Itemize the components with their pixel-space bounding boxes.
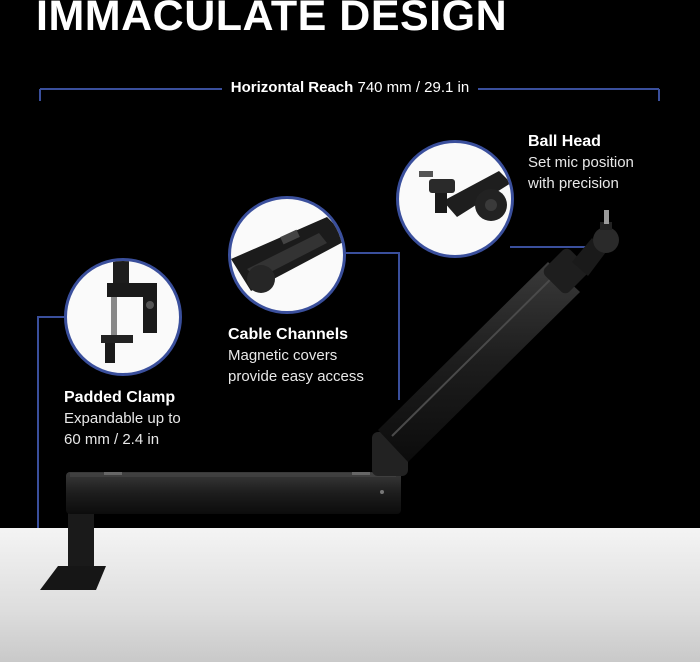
detail-circle-cable-channels <box>228 196 346 314</box>
headline: IMMACULATE DESIGN <box>36 0 508 40</box>
reach-title: Horizontal Reach <box>230 79 354 96</box>
cable-channels-title: Cable Channels <box>228 326 349 343</box>
ball-head-desc-line2: with precision <box>528 175 619 192</box>
reach-value: 740 mm / 29.1 in <box>357 79 470 96</box>
padded-clamp-closeup <box>101 261 157 363</box>
ball-head-closeup <box>419 171 511 221</box>
detail-circle-ball-head <box>396 140 514 258</box>
cable-channels-closeup <box>231 217 343 293</box>
callout-padded-clamp: Padded Clamp Expandable up to 60 mm / 2.… <box>64 387 181 450</box>
callout-cable-channels: Cable Channels Magnetic covers provide e… <box>228 324 364 387</box>
cable-channels-desc-line1: Magnetic covers <box>228 347 338 364</box>
clamp-foot <box>40 566 106 590</box>
padded-clamp-desc-line1: Expandable up to <box>64 410 181 427</box>
ball-head <box>593 227 619 253</box>
cable-channels-desc-line2: provide easy access <box>228 368 364 385</box>
padded-clamp-title: Padded Clamp <box>64 389 176 406</box>
ball-head-title: Ball Head <box>528 133 601 150</box>
callout-ball-head: Ball Head Set mic position with precisio… <box>528 131 634 194</box>
ball-head-desc-line1: Set mic position <box>528 154 634 171</box>
horizontal-arm <box>66 472 401 514</box>
desk-surface <box>0 528 700 662</box>
detail-circle-padded-clamp <box>64 258 182 376</box>
angled-arm <box>378 262 580 462</box>
horizontal-reach-label: Horizontal Reach 740 mm / 29.1 in <box>0 79 700 96</box>
padded-clamp-desc-line2: 60 mm / 2.4 in <box>64 431 160 448</box>
